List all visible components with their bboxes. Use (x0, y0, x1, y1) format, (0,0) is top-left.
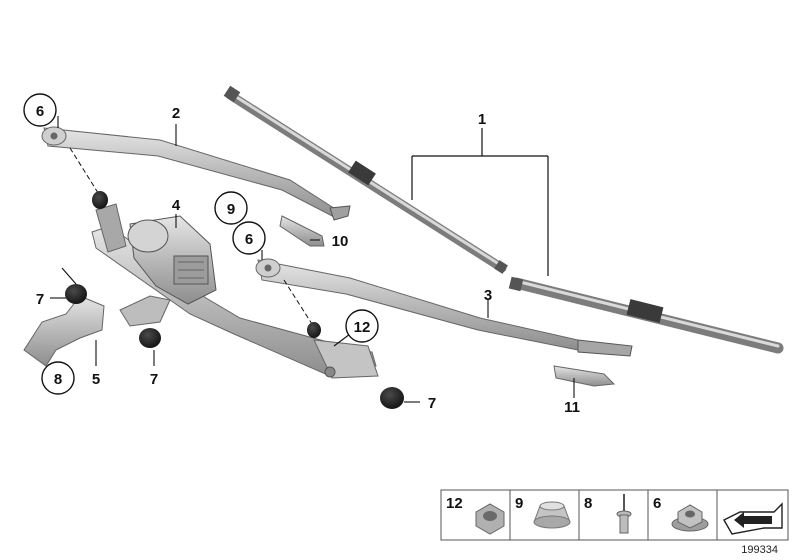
rubber-mount-left (65, 284, 87, 304)
rubber-cap-icon (533, 501, 571, 529)
diagram-reference-number: 199334 (741, 544, 778, 556)
legend-item-blind-rivet: 8 (584, 494, 632, 534)
callout-6-upper: 6 (23, 93, 57, 127)
hex-nut-icon (475, 503, 505, 535)
wiper-blade-lower (508, 276, 784, 354)
legend-item-blind-rivet-number: 8 (584, 495, 592, 512)
rubber-mount-right (380, 387, 404, 409)
wiper-motor (127, 215, 217, 305)
arm-cover-cap-lower (553, 365, 616, 387)
callout-8: 8 (41, 361, 75, 395)
callout-7-left-label: 7 (36, 291, 44, 308)
parts-legend: 12 9 8 6 (440, 489, 789, 541)
rubber-mount-middle (139, 328, 161, 348)
wiper-arm-upper (41, 126, 351, 221)
callout-1-label: 1 (478, 111, 486, 128)
callout-10-label: 10 (332, 233, 349, 250)
wiper-blade-upper (223, 85, 508, 274)
callout-12-label: 12 (354, 319, 371, 336)
legend-item-flange-nut: 6 (653, 495, 709, 532)
legend-item-hex-nut-number: 12 (446, 495, 463, 512)
callout-2-label: 2 (172, 105, 180, 122)
callout-11-label: 11 (564, 399, 580, 416)
legend-item-flange-nut-number: 6 (653, 495, 661, 512)
callout-9: 9 (214, 191, 248, 225)
callout-6-lower: 6 (232, 221, 266, 255)
callout-7-right-label: 7 (428, 395, 436, 412)
callout-5-label: 5 (92, 371, 100, 388)
callout-4-label: 4 (172, 197, 181, 214)
arm-cover-cap-upper (279, 215, 325, 247)
direction-arrow-icon (723, 502, 783, 535)
callout-8-label: 8 (54, 371, 62, 388)
nut-lower-arm (307, 322, 321, 338)
wiper-linkage (91, 203, 379, 379)
callout-1-bracket (411, 128, 549, 276)
callout-6-upper-label: 6 (36, 103, 44, 120)
wiper-arm-lower (255, 258, 633, 357)
legend-item-hex-nut: 12 (446, 495, 505, 535)
rivet-icon (616, 494, 632, 534)
leader-lines (50, 116, 575, 403)
nut-upper-arm (92, 191, 108, 209)
legend-item-rubber-cap-number: 9 (515, 495, 523, 512)
callout-7-middle-label: 7 (150, 371, 158, 388)
callout-9-label: 9 (227, 201, 235, 218)
callout-12: 12 (345, 309, 379, 343)
legend-item-rubber-cap: 9 (515, 495, 571, 529)
mounting-bracket (23, 295, 105, 367)
callout-6-lower-label: 6 (245, 231, 253, 248)
flange-nut-icon (671, 504, 709, 532)
callout-3-label: 3 (484, 287, 492, 304)
